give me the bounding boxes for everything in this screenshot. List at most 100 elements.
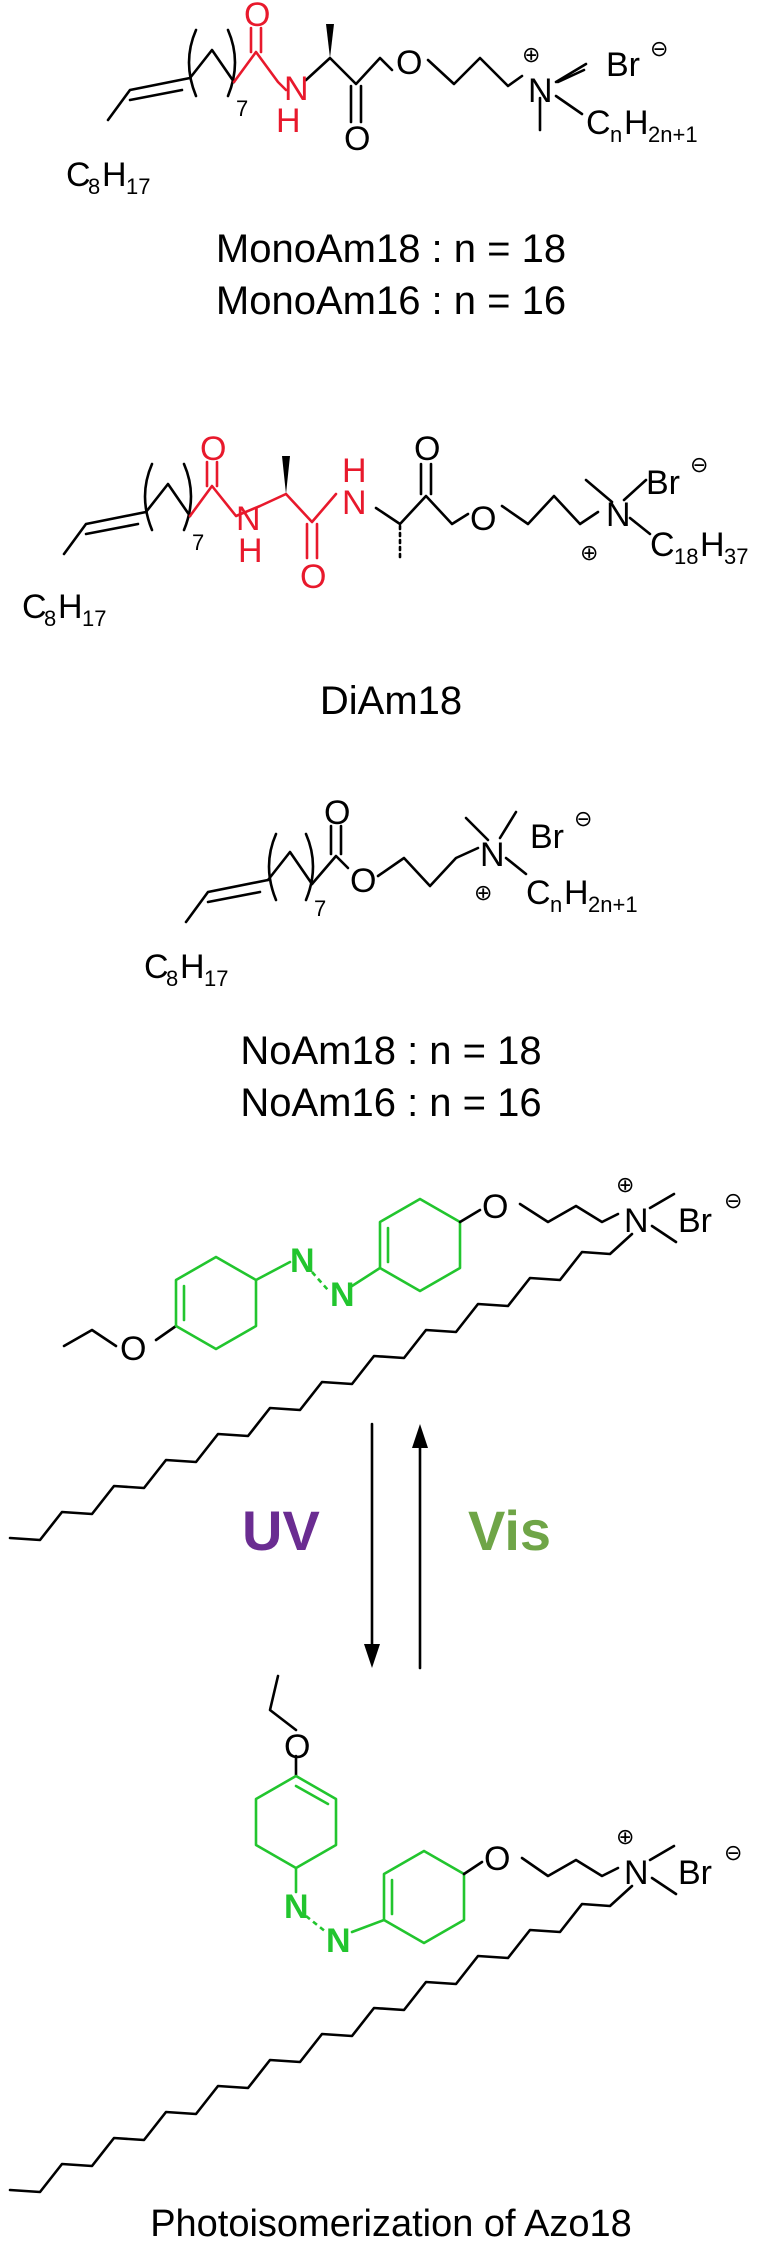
diam-chain-c-sub: 8 [44, 606, 56, 631]
azo-trans-ether-o: O [482, 1188, 508, 1226]
azo-cis-alkyl-tail [8, 1884, 634, 2194]
vis-label: Vis [468, 1499, 551, 1562]
monoam18-caption: MonoAm18 : n = 18 [216, 227, 566, 271]
diam-n-tail-bond [628, 516, 652, 536]
vis-arrow-head [412, 1424, 428, 1448]
azo-cis-n2: N [326, 1922, 351, 1960]
diam-n-methyl-2 [622, 478, 648, 502]
diam-amide-o2: O [300, 558, 326, 596]
diam-cis-double-bond [84, 522, 140, 536]
monoam-cis-double-bond [128, 88, 184, 102]
monoam-amide-h: H [276, 102, 301, 140]
monoam-ester-o: O [396, 44, 422, 82]
noam-ester-o-double: O [324, 794, 350, 832]
diam-repeat-bracket-left [143, 462, 154, 532]
diam-ester-o-double: O [414, 430, 440, 468]
diam-backbone [374, 494, 470, 526]
azo-trans-ring-1 [174, 1255, 258, 1351]
monoam-n-methyl-1 [554, 62, 588, 84]
uv-arrow-head [364, 1644, 380, 1668]
monoam-structure: C 8 H 17 7 O N H O O N ⊕ Br ⊖ C n H 2n+1… [66, 0, 698, 323]
noam-ethyl-linker [376, 846, 480, 888]
diam-amide-o1: O [200, 430, 226, 468]
diam-br: Br [646, 464, 680, 502]
monoam-minus-charge: ⊖ [650, 36, 668, 61]
monoam-chain-c-sub: 8 [88, 174, 100, 199]
azo-cis-ring-2 [382, 1849, 466, 1945]
azo-trans-ethyl-linker [518, 1202, 620, 1224]
monoam-amide-n: N [284, 70, 309, 108]
noam-chain-bonds [184, 878, 270, 924]
diam-chain-h-sub: 17 [82, 606, 106, 631]
diam-structure: C 8 H 17 7 O N H O H N O O N ⊕ Br ⊖ C 18… [22, 430, 748, 723]
azo-trans-br: Br [678, 1202, 712, 1240]
monoam-amide-o: O [244, 0, 270, 34]
noam-n-methyl-2 [498, 810, 518, 840]
diam-tail-c-sub: 18 [674, 544, 698, 569]
diam-chain-c: C [22, 588, 47, 626]
azo-trans-ethoxy-o-ring [154, 1324, 178, 1342]
monoam-ester-o-double: O [344, 120, 370, 158]
noam-cis-double-bond [206, 890, 262, 904]
noam-structure: C 8 H 17 7 O O N ⊕ Br ⊖ C n H 2n+1 NoAm1… [144, 794, 638, 1125]
diam-amide-h2: H [342, 452, 367, 490]
monoam-backbone [304, 56, 394, 86]
noam-chain-h: H [180, 948, 205, 986]
azo-cis-minus-charge: ⊖ [724, 1840, 742, 1865]
monoam-chain-h-sub: 17 [126, 174, 150, 199]
diam-tail-c: C [650, 526, 675, 564]
azo-cis-ring-1-inner [294, 1784, 330, 1806]
azo-trans-structure: O N N O N ⊕ Br ⊖ [8, 1172, 742, 1542]
noam-repeat-bond [266, 850, 314, 886]
azo-cis-structure: O N N O N ⊕ Br ⊖ Photoisomerization of A… [8, 1674, 742, 2245]
photoisomerization-arrows: UV Vis [242, 1422, 551, 1670]
diam-quaternary-n: N [606, 496, 631, 534]
noam-plus-charge: ⊕ [474, 880, 492, 905]
azo-trans-ring-2 [378, 1197, 462, 1293]
diam-repeat-count: 7 [192, 530, 204, 555]
azo-cis-ethyl-linker [520, 1856, 620, 1878]
monoam16-caption: MonoAm16 : n = 16 [216, 279, 566, 323]
noam-tail-c: C [526, 874, 551, 912]
monoam-ethyl-linker [426, 56, 524, 88]
noam-n-methyl-1 [464, 816, 490, 842]
diam-minus-charge: ⊖ [690, 452, 708, 477]
monoam-repeat-bond [188, 48, 236, 84]
monoam-tail-c: C [586, 104, 611, 142]
monoam-tail-c-sub: n [610, 122, 622, 147]
noam-quaternary-n: N [480, 836, 505, 874]
monoam-chain-h: H [102, 156, 127, 194]
azo-cis-n1: N [284, 1888, 309, 1926]
azo-trans-n-bond-1 [254, 1260, 292, 1282]
diam-chain-h: H [58, 588, 83, 626]
noam-repeat-count: 7 [314, 896, 326, 921]
noam-chain-c: C [144, 948, 169, 986]
diam-repeat-bracket-right [182, 462, 193, 532]
azo-cis-o-bond [462, 1860, 484, 1876]
azo-cis-n-methyl-2 [650, 1876, 678, 1896]
monoam-repeat-bracket-left [187, 28, 198, 98]
noam16-caption: NoAm16 : n = 16 [240, 1081, 541, 1125]
monoam-wedge [326, 24, 334, 58]
azo-cis-ethoxy-o: O [284, 1728, 310, 1766]
azo-trans-ethoxy [62, 1328, 118, 1348]
noam18-caption: NoAm18 : n = 18 [240, 1029, 541, 1073]
diam-amide-n1: N [236, 500, 261, 538]
azo-trans-n1: N [290, 1242, 315, 1280]
noam-ester-bonds [310, 854, 350, 886]
monoam-repeat-bracket-right [226, 28, 237, 98]
azo-trans-quaternary-n: N [624, 1202, 649, 1240]
noam-tail-h-sub: 2n+1 [588, 892, 638, 917]
diam-ethyl-linker [500, 494, 600, 526]
azo-cis-ethoxy [268, 1674, 298, 1732]
azo-trans-n-bond-2 [350, 1266, 382, 1288]
monoam-repeat-count: 7 [236, 96, 248, 121]
noam-chain-h-sub: 17 [204, 966, 228, 991]
monoam-tail-h: H [624, 104, 649, 142]
azo-cis-quaternary-n: N [624, 1854, 649, 1892]
monoam-quaternary-n: N [528, 72, 553, 110]
diam-plus-charge: ⊕ [580, 540, 598, 565]
noam-ester-o: O [350, 862, 376, 900]
diam-tail-h: H [700, 526, 725, 564]
